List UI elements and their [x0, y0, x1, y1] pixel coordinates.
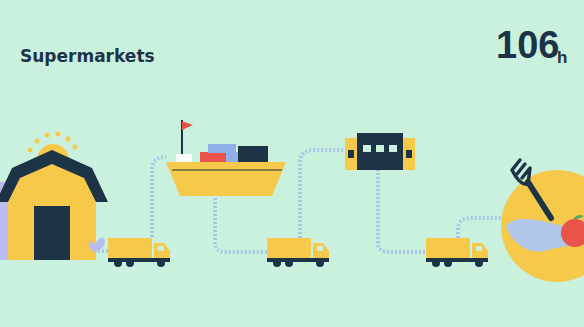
container — [200, 152, 226, 162]
sun-ray — [56, 132, 61, 137]
truck-cab — [313, 243, 329, 259]
time-unit: h — [557, 49, 567, 66]
plant-leaf — [87, 240, 98, 253]
truck-wheel — [432, 259, 440, 267]
fork-handle — [528, 182, 551, 218]
cargo-ship — [166, 120, 286, 196]
sun-ray — [45, 133, 50, 138]
route-line — [300, 150, 346, 238]
warehouse-body — [357, 133, 403, 170]
truck — [108, 238, 170, 267]
container — [238, 146, 268, 162]
farm-barn — [0, 132, 108, 261]
sun-ray — [35, 139, 40, 144]
barn-roof — [0, 150, 108, 202]
truck — [426, 238, 488, 267]
warehouse-window — [348, 150, 354, 158]
truck-cargo — [426, 238, 470, 259]
truck-cab — [154, 243, 170, 259]
container — [208, 144, 236, 153]
truck — [267, 238, 329, 267]
warehouse-window — [363, 145, 371, 152]
truck-cargo — [108, 238, 152, 259]
sun-ray — [66, 137, 71, 142]
route-lines — [94, 150, 506, 252]
food-portion — [506, 219, 584, 252]
truck-window — [476, 246, 482, 251]
fork-tines — [512, 160, 530, 184]
truck-cab — [472, 243, 488, 259]
chart-title: Supermarkets — [20, 46, 155, 66]
warehouse-window — [389, 145, 397, 152]
truck-wheel — [126, 259, 134, 267]
time-value: 106 — [496, 26, 559, 64]
truck-wheel — [285, 259, 293, 267]
truck-window — [158, 246, 164, 251]
route-line — [215, 194, 268, 252]
warehouse — [345, 133, 415, 170]
truck-cargo — [267, 238, 311, 259]
tomato-leaf — [573, 215, 584, 219]
truck-wheel — [157, 259, 165, 267]
warehouse-window — [406, 150, 412, 158]
truck-window — [317, 246, 323, 251]
truck-wheel — [444, 259, 452, 267]
tomato — [561, 219, 584, 247]
hull-stripe — [172, 169, 282, 170]
route-line — [458, 218, 506, 238]
sun-ray — [28, 148, 33, 153]
ship-flag — [182, 121, 193, 130]
meal-plate — [501, 160, 584, 282]
barn-door — [34, 206, 70, 260]
sun-ray — [73, 145, 78, 150]
truck-wheel — [273, 259, 281, 267]
plate — [501, 170, 584, 282]
ship-hull — [166, 162, 286, 196]
truck-wheel — [114, 259, 122, 267]
truck-wheel — [316, 259, 324, 267]
route-line — [152, 157, 166, 237]
warehouse-window — [376, 145, 384, 152]
route-line — [378, 169, 428, 252]
truck-wheel — [475, 259, 483, 267]
